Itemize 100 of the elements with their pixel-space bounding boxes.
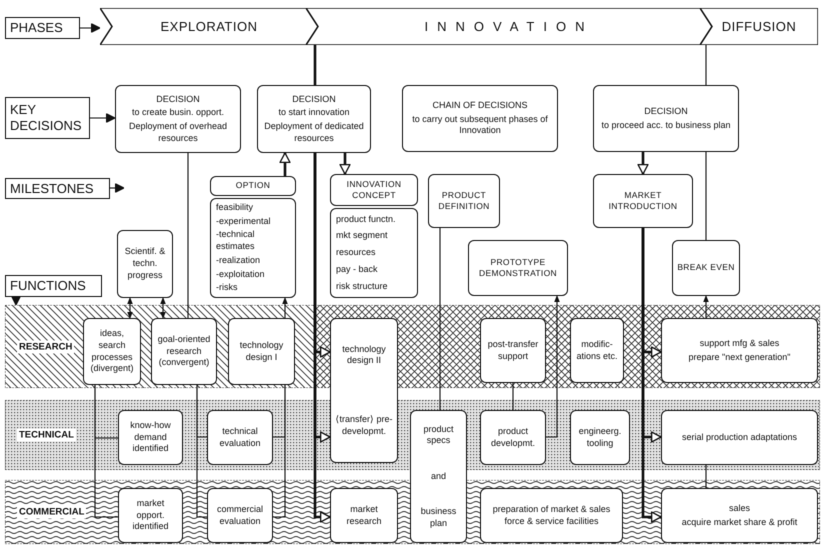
box-text: PRODUCT DEFINITION — [437, 190, 491, 212]
arrow — [282, 298, 288, 318]
activity-box — [480, 410, 546, 465]
activity-box — [330, 488, 398, 543]
arrow — [110, 182, 125, 194]
box-text: market opport. identified — [131, 498, 170, 534]
row-label — [5, 178, 110, 199]
activity-box — [410, 410, 467, 543]
activity-box — [480, 318, 546, 383]
arrow — [90, 112, 116, 124]
box-text: commercial evaluation — [216, 504, 264, 528]
band-label: TECHNICAL — [17, 428, 76, 442]
phase-name: INNOVATION — [424, 19, 594, 34]
box-text: Deployment of overhead resources — [128, 121, 228, 144]
connector-line — [196, 385, 207, 518]
decision-box — [402, 85, 558, 152]
arrow — [279, 152, 291, 176]
box-text: engineerg. tooling — [578, 426, 622, 450]
row-label-text: KEY DECISIONS — [10, 102, 83, 134]
list-item: -risks — [216, 282, 238, 294]
box-text: support mfg & sales — [700, 338, 780, 350]
activity-box — [570, 410, 630, 465]
activity-box — [570, 318, 624, 383]
box-text: technology design I — [238, 340, 284, 364]
list-item: feasibility — [216, 202, 254, 214]
box-heading: DECISION — [156, 94, 200, 106]
box-text: business plan — [420, 506, 458, 530]
milestone-box — [468, 240, 568, 296]
list-item: -technical estimates — [216, 229, 256, 253]
box-text: ideas, search processes (divergent) — [89, 328, 135, 375]
list-item: -realization — [216, 254, 260, 267]
activity-box — [83, 318, 141, 385]
box-text: product specs — [422, 424, 455, 448]
box-text: BREAK EVEN — [677, 262, 735, 274]
arrow — [546, 296, 560, 438]
box-text: acquire market share & profit — [682, 516, 798, 528]
list-item: product functn. — [336, 214, 396, 226]
milestone-box — [428, 174, 500, 228]
box-heading: CHAIN OF DECISIONS — [432, 100, 528, 112]
phase-band — [100, 8, 318, 45]
activity-box — [118, 488, 183, 543]
activity-box — [661, 410, 818, 465]
box-text: post-transfer support — [486, 338, 540, 362]
activity-box — [207, 410, 273, 465]
box-text: and — [430, 470, 446, 482]
row-label-text: PHASES — [10, 20, 64, 36]
box-text: MARKET INTRODUCTION — [608, 190, 678, 212]
function-band — [5, 480, 820, 544]
box-text: market research — [345, 504, 382, 528]
row-label — [5, 17, 80, 39]
phase-band — [700, 8, 818, 45]
box-text: PROTOTYPE DEMONSTRATION — [478, 256, 558, 280]
arrow — [637, 152, 649, 175]
list-item: pay - back — [336, 264, 378, 276]
decision-box — [257, 85, 371, 153]
list-item: -experimental — [216, 216, 271, 228]
box-text: serial production adaptations — [682, 432, 798, 444]
box-text: prepare "next generation" — [688, 352, 790, 364]
milestone-box — [210, 198, 296, 298]
box-text: modific-ations etc. — [575, 338, 619, 362]
milestone-box — [330, 208, 418, 298]
connector-line — [705, 152, 707, 240]
connector-line — [314, 45, 316, 85]
box-text: ⟨transfer⟩ pre-developmt. — [334, 414, 394, 438]
box-text: preparation of market & sales force & service facilities — [492, 504, 612, 528]
arrow — [160, 298, 166, 318]
milestone-box — [672, 240, 740, 296]
function-band — [5, 305, 820, 388]
connector-line — [273, 385, 286, 518]
activity-box — [207, 488, 273, 543]
decision-box — [593, 85, 739, 152]
activity-box — [480, 488, 623, 543]
milestone-box — [330, 174, 418, 206]
box-text: technical evaluation — [218, 426, 262, 450]
connector-line — [439, 228, 441, 410]
box-text: know-how demand identified — [129, 420, 172, 456]
box-text: to proceed acc. to business plan — [601, 120, 731, 132]
activity-box — [118, 410, 183, 465]
row-label-text: FUNCTIONS — [10, 278, 87, 294]
list-item: resources — [336, 247, 376, 259]
box-text: goal-oriented research (convergent) — [156, 334, 212, 370]
arrow — [314, 153, 331, 523]
arrow — [703, 296, 709, 318]
band-label: RESEARCH — [17, 340, 74, 353]
list-item: mkt segment — [336, 230, 388, 242]
activity-box — [661, 488, 818, 543]
arrow — [10, 295, 22, 306]
activity-box — [151, 318, 217, 385]
phase-name: DIFFUSION — [722, 19, 796, 34]
row-label — [5, 97, 90, 139]
box-text: OPTION — [236, 180, 270, 192]
decision-box — [115, 85, 241, 153]
box-text: sales — [728, 502, 750, 514]
arrow — [642, 228, 662, 523]
box-text: to start innovation — [278, 107, 350, 119]
arrow — [80, 22, 101, 34]
band-label: COMMERCIAL — [17, 506, 86, 518]
list-item: -exploitation — [216, 268, 265, 280]
row-label-text: MILESTONES — [10, 180, 95, 196]
activity-box — [330, 318, 398, 463]
